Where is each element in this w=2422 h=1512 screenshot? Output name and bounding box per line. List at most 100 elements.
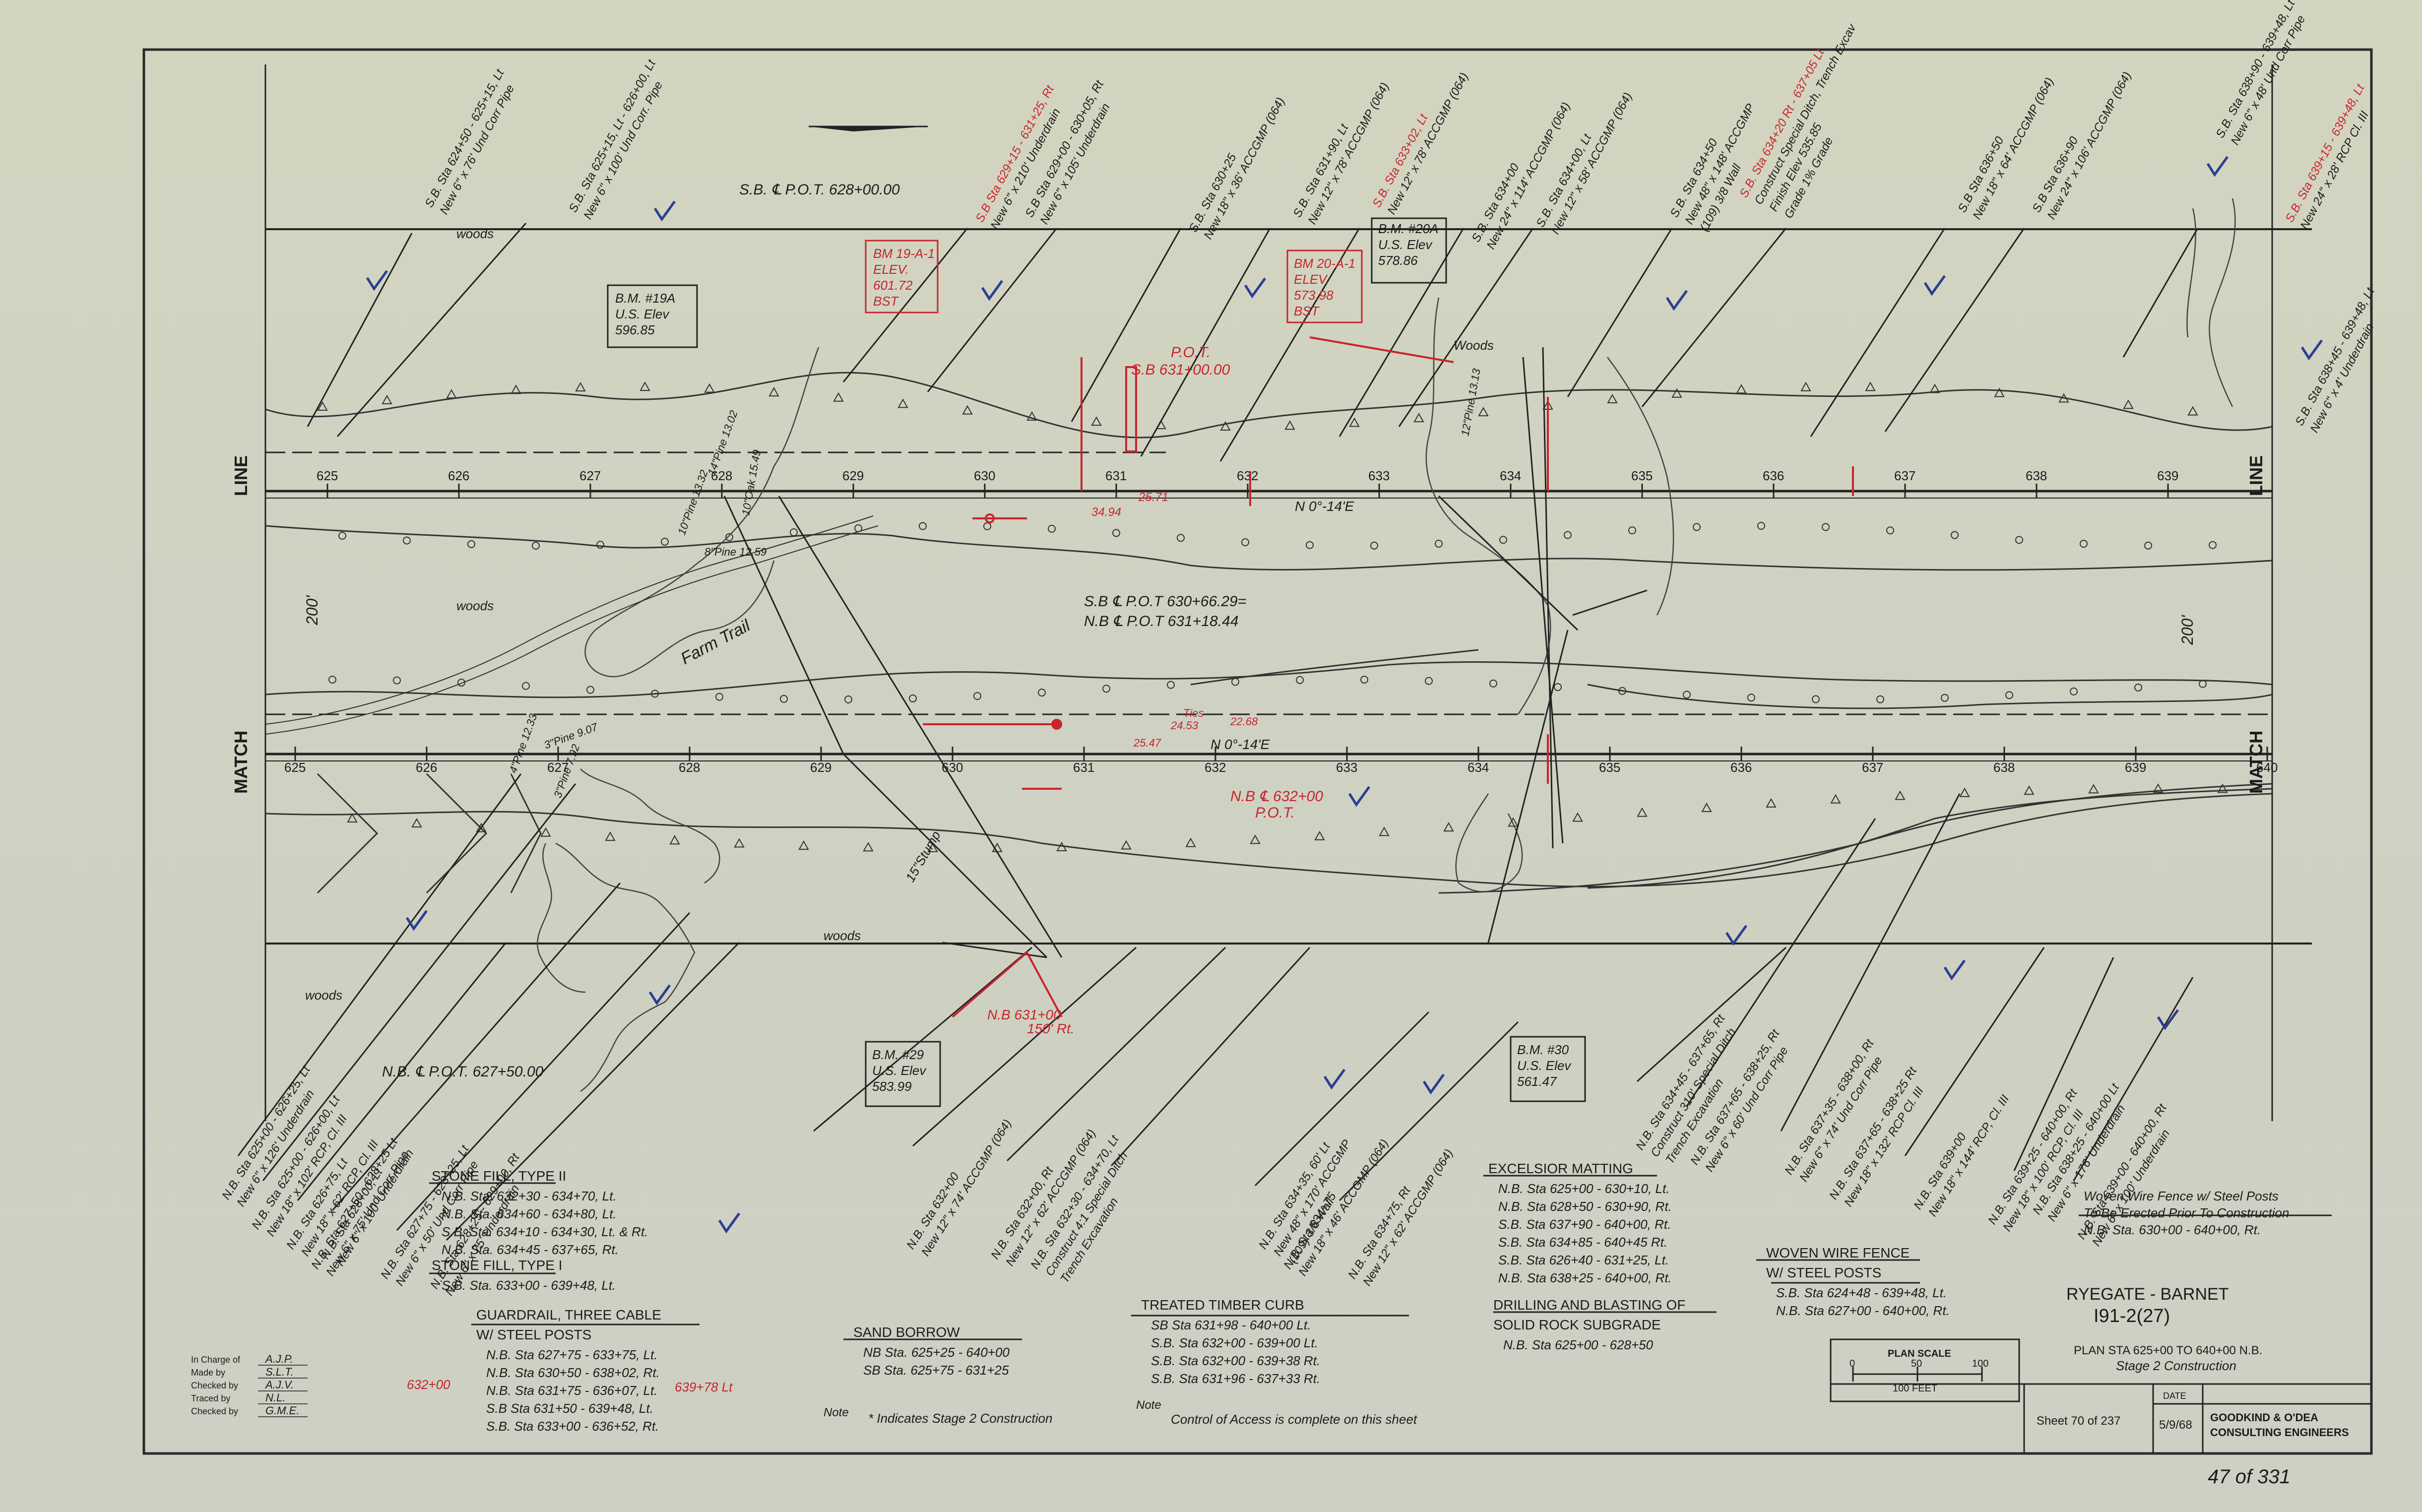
stage-label: Stage 2 Construction [2116, 1358, 2236, 1373]
firm-subtitle: CONSULTING ENGINEERS [2210, 1426, 2349, 1439]
note-row: N.B. Sta 627+75 - 633+75, Lt. [486, 1347, 657, 1362]
sb-station-label: 625 [317, 468, 338, 483]
benchmark-text: U.S. Elev [1378, 237, 1433, 252]
drafting-credits: In Charge of A.J.P. Made by S.L.T. Checked b… [191, 1353, 308, 1417]
construction-notes: STONE FILL, TYPE IIN.B. Sta. 632+30 - 63… [407, 1161, 2289, 1434]
note-title: STONE FILL, TYPE II [432, 1168, 566, 1184]
sb-station-label: 626 [448, 468, 469, 483]
scale-units: 100 FEET [1893, 1383, 1937, 1394]
nb-station-label: 632 [1205, 760, 1226, 775]
note-row: S.B. Sta 624+48 - 639+48, Lt. [1776, 1285, 1947, 1300]
woven-note: To Be Erected Prior To Construction [2084, 1205, 2289, 1220]
match-line-label-right-top: LINE [2246, 455, 2266, 496]
sb-station-label: 637 [1894, 468, 1915, 483]
note-title: TREATED TIMBER CURB [1141, 1297, 1304, 1313]
right-of-way-lines [265, 228, 2312, 945]
offset-label-left: 200' [303, 595, 321, 626]
bottom-leader-lines [237, 773, 2194, 1241]
nb-pot-equation-line2: N.B ℄ P.O.T 631+18.44 [1084, 613, 1238, 630]
top-leader-text: S.B. Sta 639+15 - 639+48, Lt [2283, 81, 2367, 224]
benchmark-text: B.M. #30 [1517, 1042, 1569, 1057]
note-row: N.B. Sta 625+00 - 628+50 [1503, 1337, 1654, 1352]
tree-label: 10"Oak 15.49 [739, 449, 763, 516]
sb-station-label: 633 [1368, 468, 1390, 483]
offset-label-right: 200' [2178, 615, 2196, 645]
top-leader-text: New 12" x 78' ACCGMP (064) [1385, 70, 1471, 217]
sb-station-label: 634 [1500, 468, 1521, 483]
benchmark-text: U.S. Elev [872, 1063, 927, 1078]
benchmark-text: BM 19-A-1 [873, 246, 935, 261]
note-row: S.B. Sta 633+00 - 636+52, Rt. [486, 1419, 659, 1434]
culvert-lines [723, 347, 1648, 958]
top-leader-text: New 18" x 36' ACCGMP (064) [1201, 95, 1287, 242]
match-line-label-right-bottom: MATCH [2246, 731, 2266, 794]
nb-632-label-line2: P.O.T. [1255, 805, 1295, 821]
woods-outline [537, 198, 2236, 1092]
note-title: STONE FILL, TYPE I [432, 1258, 563, 1273]
bottom-leader-text: Construct 4:1 Special Ditch [1043, 1149, 1130, 1278]
sb-station-label: 628 [711, 468, 732, 483]
red-construction-marks [923, 336, 1854, 1018]
nb-station-label: 628 [679, 760, 700, 775]
note-row: S.B Sta 631+50 - 639+48, Lt. [486, 1401, 653, 1416]
bearing-sb: N 0°-14'E [1295, 499, 1354, 514]
nb-632-label-line1: N.B ℄ 632+00 [1230, 788, 1323, 805]
note-row: S.B. Sta 634+85 - 640+45 Rt. [1498, 1235, 1667, 1250]
nb-station-label: 633 [1336, 760, 1357, 775]
credit-name: S.L.T. [265, 1366, 294, 1378]
credit-role: Checked by [191, 1406, 238, 1416]
note-row: NB Sta. 625+25 - 640+00 [863, 1345, 1010, 1360]
benchmark-text: BST [873, 294, 899, 309]
slope-markers [317, 381, 2228, 852]
nb-pot-627-label: N.B. ℄ P.O.T. 627+50.00 [382, 1064, 544, 1080]
credit-role: In Charge of [191, 1355, 241, 1365]
benchmark-text: 596.85 [615, 322, 655, 337]
nb-station-label: 636 [1730, 760, 1752, 775]
page-count: 47 of 331 [2208, 1466, 2291, 1488]
sb-station-label: 638 [2026, 468, 2047, 483]
red-benchmark-boxes [865, 240, 1363, 323]
top-leader-text: S.B. Sta 638+45 - 639+48, Lt [2293, 285, 2377, 428]
top-leader-text: S.B Sta 629+15 - 631+25, Rt [973, 83, 1057, 225]
benchmark-text: B.M. #20A [1378, 221, 1438, 236]
woods-label-3: woods [824, 928, 861, 943]
note-title: SOLID ROCK SUBGRADE [1493, 1317, 1661, 1332]
tree-label: 8"Pine 12.59 [704, 546, 766, 558]
pot-631-label-line1: P.O.T. [1171, 344, 1211, 361]
benchmark-boxes [607, 217, 1586, 1107]
note-row: N.B. Sta 631+75 - 636+07, Lt. [486, 1383, 657, 1398]
note-title: WOVEN WIRE FENCE [1766, 1245, 1910, 1260]
note-row: N.B. Sta 627+00 - 640+00, Rt. [1776, 1303, 1950, 1318]
credit-name: A.J.P. [264, 1353, 293, 1365]
note-row: N.B. Sta 625+00 - 630+10, Lt. [1498, 1181, 1669, 1196]
scale-title: PLAN SCALE [1888, 1348, 1951, 1359]
note-label: Note [1136, 1398, 1161, 1412]
scale-bar [1852, 1367, 1983, 1382]
tree-label: 10"Pine 13.32 [675, 468, 710, 537]
credit-role: Made by [191, 1368, 225, 1378]
tie-distance-5: 25.47 [1133, 737, 1161, 749]
scale-tick-50: 50 [1911, 1358, 1922, 1369]
date-value: 5/9/68 [2159, 1418, 2192, 1432]
sb-station-label: 636 [1763, 468, 1784, 483]
note-row: S.B. Sta 632+00 - 639+00 Lt. [1151, 1335, 1318, 1350]
nb-station-label: 627 [547, 760, 569, 775]
guardrail-red-note: 639+78 Lt [675, 1380, 733, 1394]
farm-trail-label: Farm Trail [678, 616, 754, 668]
note-row: N.B. Sta 638+25 - 640+00, Rt. [1498, 1270, 1672, 1285]
top-leader-lines [307, 223, 2199, 462]
note-row: S.B. Sta. 633+00 - 639+48, Lt. [442, 1278, 616, 1293]
benchmark-text: U.S. Elev [1517, 1058, 1572, 1073]
credit-name: A.J.V. [264, 1379, 294, 1391]
top-leader-text: S.B. Sta 624+50 - 625+15, Lt [422, 66, 507, 209]
tree-label: 12"Pine 13.13 [1459, 367, 1483, 437]
note-row: SB Sta 631+98 - 640+00 Lt. [1151, 1318, 1311, 1332]
firm-name: GOODKIND & O'DEA [2210, 1411, 2318, 1424]
woods-label-1: woods [456, 226, 494, 241]
note-row: N.B. Sta 628+50 - 630+90, Rt. [1498, 1199, 1672, 1214]
match-line-label-left-top: LINE [231, 455, 251, 496]
